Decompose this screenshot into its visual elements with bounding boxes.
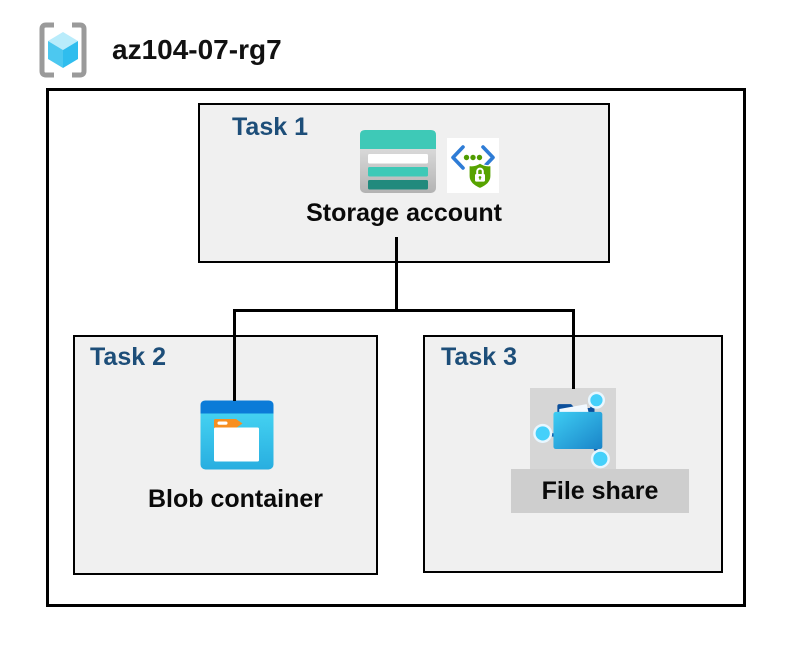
file-share-selection-highlight <box>530 388 616 471</box>
storage-account-icon <box>360 130 436 193</box>
blob-container-label: Blob container <box>147 485 323 513</box>
secure-access-icon-box <box>447 138 499 193</box>
task-3-label: Task 3 <box>441 343 517 371</box>
connector-to-file-share <box>572 309 575 389</box>
task-2-label: Task 2 <box>90 343 166 371</box>
task-1-label: Task 1 <box>232 113 308 141</box>
task-2-panel: Task 2 Blob container <box>73 335 378 575</box>
resource-group-icon <box>39 22 87 78</box>
secure-access-sas-icon <box>451 145 495 190</box>
resource-group-header: az104-07-rg7 <box>38 22 282 78</box>
file-share-label-highlight: File share <box>511 469 689 513</box>
connector-storage-stem <box>395 237 398 311</box>
task-1-panel: Task 1 <box>198 103 610 263</box>
connector-to-blob-container <box>233 309 236 401</box>
blob-container-icon <box>200 400 274 470</box>
connector-horizontal-bus <box>233 309 575 312</box>
storage-account-label: Storage account <box>306 199 502 227</box>
file-share-label: File share <box>541 476 659 505</box>
file-share-icon <box>533 391 610 469</box>
resource-group-name: az104-07-rg7 <box>112 34 282 65</box>
